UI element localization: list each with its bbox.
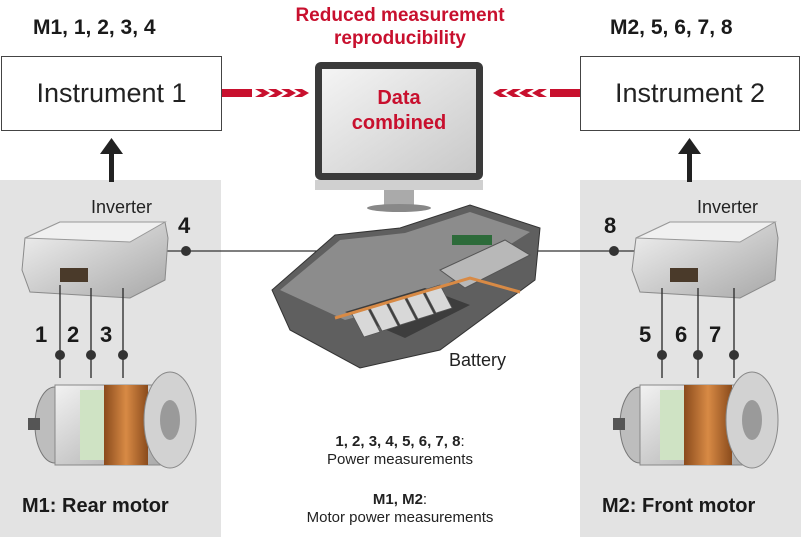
monitor-line-2: combined — [351, 112, 447, 134]
battery-image — [271, 204, 541, 369]
instrument-1-box: Instrument 1 — [1, 56, 222, 131]
monitor-text: Data combined — [322, 86, 476, 136]
legend-power-desc: Power measurements — [327, 451, 473, 468]
legend-power-key: 1, 2, 3, 4, 5, 6, 7, 8 — [335, 433, 461, 450]
tap-6-label: 6 — [675, 322, 688, 347]
left-inverter-label: Inverter — [91, 197, 153, 217]
left-data-link — [222, 89, 309, 97]
tap-4-label: 4 — [178, 213, 191, 238]
tap-7-label: 7 — [709, 322, 722, 347]
right-inverter-image — [631, 221, 779, 299]
front-motor-label: M2: Front motor — [602, 495, 756, 517]
legend-motor-desc: Motor power measurements — [306, 509, 494, 526]
title-line-1: Reduced measurement — [295, 5, 505, 26]
left-up-arrow — [100, 138, 123, 182]
tap-3-label: 3 — [100, 322, 113, 347]
right-inverter-label: Inverter — [697, 197, 759, 217]
right-data-link — [493, 89, 580, 97]
rear-motor-image — [28, 371, 197, 469]
rear-motor-label: M1: Rear motor — [22, 495, 169, 517]
legend-motor-key: M1, M2 — [372, 491, 423, 508]
title-line-2: reproducibility — [334, 28, 466, 49]
tap-2-label: 2 — [67, 322, 80, 347]
right-up-arrow — [678, 138, 701, 182]
legend-motor: M1, M2: Motor power measurements — [250, 491, 550, 527]
reproducibility-title: Reduced measurement reproducibility — [240, 4, 560, 50]
left-inverter-image — [21, 221, 169, 299]
monitor-icon — [315, 62, 483, 212]
battery-label: Battery — [449, 350, 507, 370]
monitor-line-1: Data — [377, 87, 421, 109]
legend-power: 1, 2, 3, 4, 5, 6, 7, 8: Power measuremen… — [250, 433, 550, 469]
left-heading: M1, 1, 2, 3, 4 — [33, 16, 156, 39]
tap-8-label: 8 — [604, 213, 617, 238]
tap-1-label: 1 — [35, 322, 48, 347]
right-heading: M2, 5, 6, 7, 8 — [610, 16, 733, 39]
instrument-2-box: Instrument 2 — [580, 56, 800, 131]
tap-5-label: 5 — [639, 322, 652, 347]
front-motor-image — [613, 371, 779, 469]
